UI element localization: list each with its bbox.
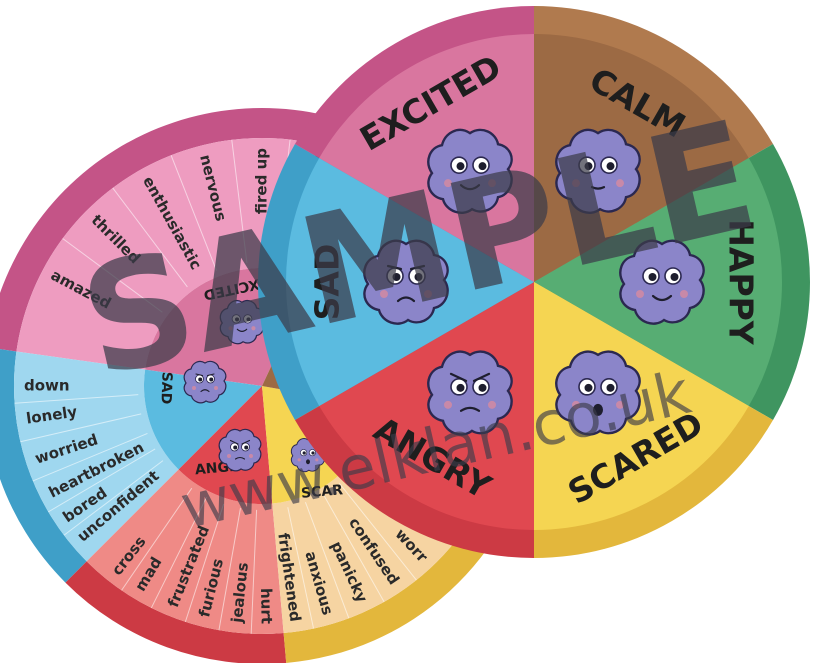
angry-face-icon — [427, 350, 513, 436]
sad-face-icon — [363, 239, 449, 325]
excited-face-icon — [427, 128, 513, 214]
word-excited-1: fired up — [253, 148, 271, 214]
scared-face-icon — [555, 350, 641, 436]
word-angry-5: hurt — [257, 588, 276, 624]
large-label-sad: SAD — [308, 244, 347, 321]
word-sad-0: down — [24, 377, 70, 395]
large-label-happy: HAPPY — [722, 219, 761, 346]
small-inner-label-scared: SCAR — [300, 482, 343, 502]
small-sad-face-icon — [183, 360, 227, 404]
calm-face-icon — [555, 128, 641, 214]
small-angry-face-icon — [218, 428, 262, 472]
small-inner-label-sad: SAD — [157, 371, 174, 404]
happy-face-icon — [619, 239, 705, 325]
